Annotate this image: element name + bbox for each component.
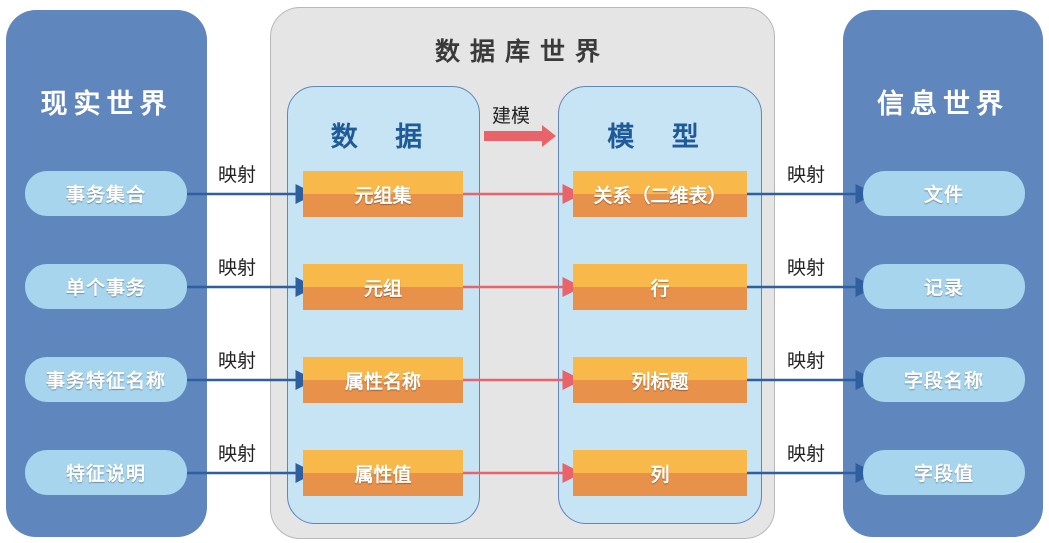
mapping-label: 映射 <box>787 350 826 372</box>
model-item-column-title: 列标题 <box>573 357 747 403</box>
model-item-relation: 关系（二维表） <box>573 171 747 217</box>
info-item-file: 文件 <box>863 171 1025 216</box>
real-item-feature-name: 事务特征名称 <box>25 357 187 402</box>
mapping-label: 映射 <box>218 164 257 186</box>
data-item-tuple: 元组 <box>303 264 463 310</box>
info-item-field-value: 字段值 <box>863 450 1025 495</box>
mapping-label: 映射 <box>787 164 826 186</box>
real-item-entity: 单个事务 <box>25 264 187 309</box>
mapping-label: 映射 <box>218 350 257 372</box>
data-box-title: 数 据 <box>330 122 437 153</box>
model-item-column: 列 <box>573 450 747 496</box>
data-item-attribute-name: 属性名称 <box>303 357 463 403</box>
database-world-title: 数据库世界 <box>434 37 610 66</box>
mapping-label: 映射 <box>787 443 826 465</box>
data-item-tuple-set: 元组集 <box>303 171 463 217</box>
info-world-title: 信息世界 <box>877 89 1009 120</box>
mapping-label: 映射 <box>218 257 257 279</box>
mapping-label: 映射 <box>787 257 826 279</box>
build-arrow <box>484 125 556 147</box>
model-box-title: 模 型 <box>607 122 713 153</box>
model-item-row: 行 <box>573 264 747 310</box>
data-item-attribute-value: 属性值 <box>303 450 463 496</box>
real-item-entity-set: 事务集合 <box>25 171 187 216</box>
info-item-field-name: 字段名称 <box>863 357 1025 402</box>
real-item-feature-desc: 特征说明 <box>25 450 187 495</box>
info-item-record: 记录 <box>863 264 1025 309</box>
build-label: 建模 <box>492 105 531 127</box>
mapping-label: 映射 <box>218 443 257 465</box>
real-world-title: 现实世界 <box>40 89 173 120</box>
